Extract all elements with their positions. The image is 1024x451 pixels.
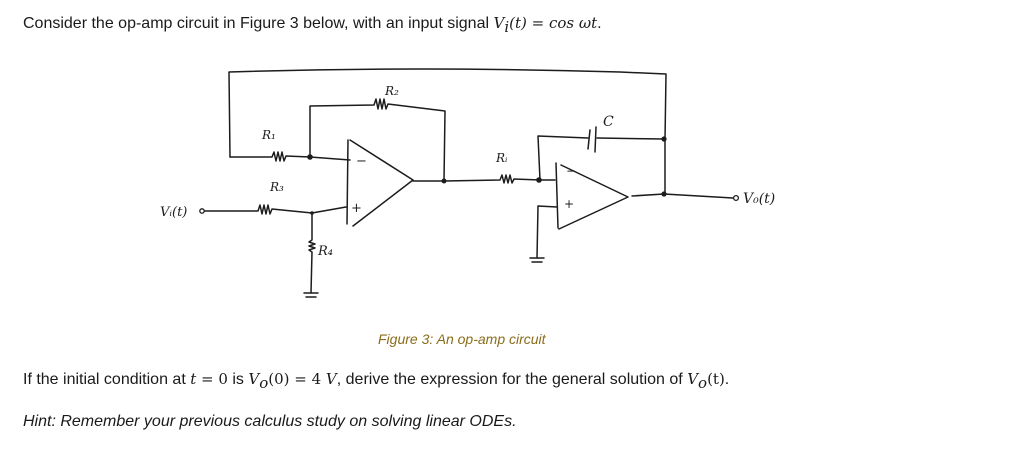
junction-dot (307, 154, 313, 160)
op-amp-2-minus: − (566, 164, 576, 178)
c-label: C (603, 114, 614, 130)
intro-period: . (597, 15, 602, 32)
op-amp-circuit-figure: − + − + R₁ R₂ R₃ R₄ Rᵢ C Vᵢ(t) V₀(t) (160, 68, 775, 298)
ri-label: Rᵢ (495, 151, 508, 165)
op-amp-2 (555, 162, 629, 230)
output-wire (631, 193, 734, 199)
junction-dot (441, 178, 447, 184)
capacitor-wire (537, 135, 665, 181)
r3-wire (204, 204, 347, 215)
question-part-3: , derive the expression for the general … (336, 371, 688, 388)
junction-dot (536, 177, 542, 183)
figure-caption: Figure 3: An op-amp circuit (378, 331, 546, 347)
vin-label: Vᵢ(t) (160, 205, 187, 220)
op-amp-1-plus: + (351, 201, 362, 216)
vi-symbol: V (493, 14, 505, 32)
ri-wire (412, 174, 556, 184)
intro-text: Consider the op-amp circuit in Figure 3 … (23, 14, 602, 36)
r2-label: R₂ (384, 84, 399, 98)
question-part-2: is (227, 371, 249, 388)
op-amp-1-minus: − (356, 154, 367, 169)
r4-wire (308, 212, 316, 294)
ground-2-icon (529, 257, 545, 263)
r4-label: R₄ (317, 244, 333, 259)
outer-feedback-wire (228, 68, 667, 195)
vi-definition: (t) = cos ωt (509, 14, 598, 32)
vi-subscript: i (504, 18, 510, 37)
vo-of-t: (t) (707, 370, 725, 388)
question-text: If the initial condition at t = 0 is Vo(… (23, 370, 729, 392)
initial-value: (0) = 4 (268, 370, 326, 388)
t-variable: t (190, 370, 197, 388)
junction-dot (310, 211, 314, 215)
vout-terminal (732, 194, 740, 202)
intro-sentence: Consider the op-amp circuit in Figure 3 … (23, 15, 494, 32)
vin-terminal (199, 208, 205, 214)
capacitor-c-icon (587, 126, 597, 153)
r1-wire (229, 151, 351, 162)
question-part-1: If the initial condition at (23, 371, 191, 388)
ground-1-icon (303, 292, 319, 298)
vout-label: V₀(t) (743, 191, 775, 207)
volt-unit: V (325, 370, 337, 388)
r2-wire (309, 98, 446, 182)
vo-symbol-2: V (687, 370, 699, 388)
vo-subscript: o (259, 374, 269, 393)
op-amp-2-ground-wire (536, 205, 558, 259)
t-equals-zero: = 0 (196, 370, 228, 388)
vo-subscript-2: o (698, 374, 708, 393)
hint-text: Hint: Remember your previous calculus st… (23, 413, 517, 430)
r3-label: R₃ (269, 180, 284, 194)
r1-label: R₁ (261, 128, 276, 142)
junction-dot (661, 191, 667, 197)
op-amp-2-plus: + (564, 197, 574, 211)
junction-dot (661, 136, 667, 142)
question-period: . (724, 371, 730, 388)
op-amp-1 (346, 139, 414, 227)
vo-symbol: V (248, 370, 260, 388)
